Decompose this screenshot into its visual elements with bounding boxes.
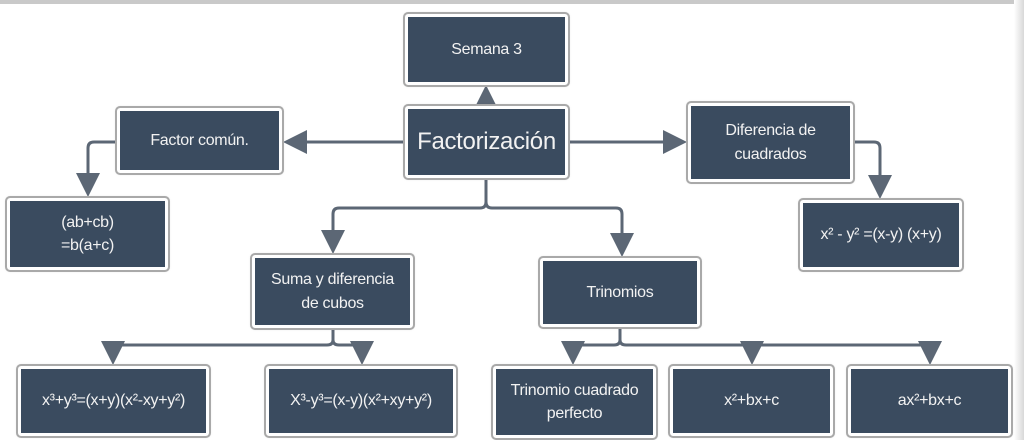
node-semana: Semana 3 — [403, 12, 570, 87]
node-label: Trinomios — [586, 283, 654, 301]
edge-factor-ex — [76, 140, 117, 197]
node-label: x² - y² =(x-y) (x+y) — [820, 226, 942, 244]
edge-cubos-dif — [331, 339, 374, 365]
node-label: ax²+bx+c — [897, 392, 962, 410]
edge-trinomios-branch — [561, 327, 622, 365]
edge-difcuad-ex — [853, 140, 892, 199]
node-trinomio-cuadrado-perfecto: Trinomio cuadrado perfecto — [491, 364, 658, 440]
node-label: =b(a+c) — [60, 237, 115, 254]
node-diferencia-cubos: X³-y³=(x-y)(x²+xy+y²) — [264, 364, 458, 438]
node-label: Trinomio cuadrado — [510, 381, 639, 399]
node-label: Semana 3 — [451, 40, 522, 58]
edge-root-branch — [321, 178, 488, 254]
right-shadow — [1014, 0, 1024, 440]
edge-trinomios-right — [618, 339, 942, 365]
edge-cubos-branch — [101, 328, 335, 365]
top-border — [0, 0, 1024, 4]
node-label: Factor común. — [150, 131, 249, 149]
node-label: cuadrados — [734, 145, 807, 163]
edge-root-trinomios — [484, 201, 634, 257]
node-cubos: Suma y diferencia de cubos — [250, 253, 415, 330]
node-trinomios: Trinomios — [538, 256, 702, 329]
node-trinomio-simple: x²+bx+c — [668, 364, 835, 438]
node-label: Diferencia de — [725, 122, 816, 140]
node-label: Factorización — [417, 127, 556, 155]
node-suma-cubos: x³+y³=(x+y)(x²-xy+y²) — [16, 364, 211, 438]
node-root: Factorización — [403, 104, 570, 180]
node-label: de cubos — [301, 294, 364, 312]
node-diferencia-cuadrados: Diferencia de cuadrados — [686, 101, 855, 184]
node-trinomio-general: ax²+bx+c — [846, 364, 1013, 438]
node-factor-comun-example: (ab+cb) =b(a+c) — [5, 196, 170, 272]
node-label: perfecto — [546, 405, 603, 422]
node-diferencia-cuadrados-example: x² - y² =(x-y) (x+y) — [798, 198, 964, 272]
node-label: Suma y diferencia — [271, 271, 394, 289]
node-label: x²+bx+c — [724, 392, 779, 410]
node-label: X³-y³=(x-y)(x²+xy+y²) — [290, 392, 432, 410]
node-factor-comun: Factor común. — [115, 106, 284, 175]
node-label: x³+y³=(x+y)(x²-xy+y²) — [41, 392, 186, 410]
node-label: (ab+cb) — [61, 213, 114, 231]
